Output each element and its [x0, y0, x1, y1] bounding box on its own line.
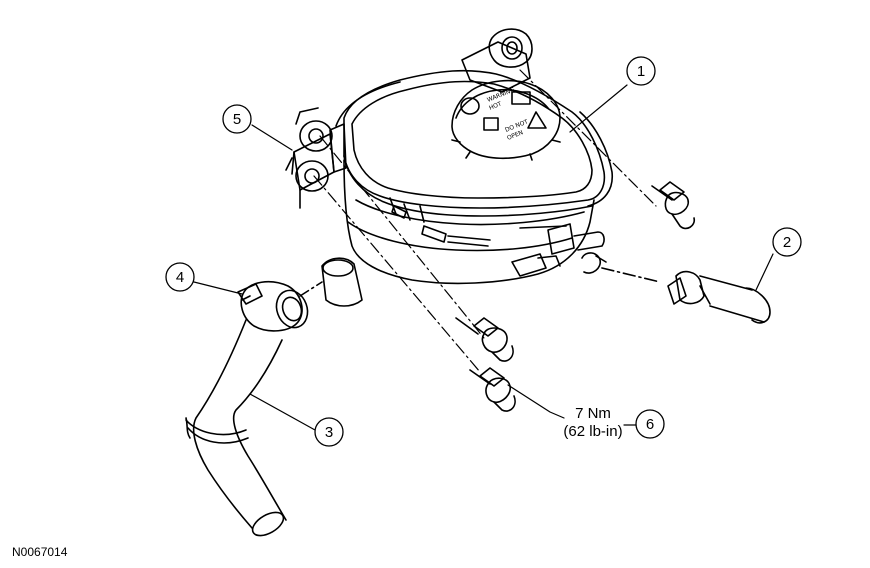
callout-circles — [165, 56, 802, 447]
callout-circle-1 — [626, 56, 656, 86]
callout-number-3: 3 — [325, 424, 333, 441]
hose-clamp — [237, 280, 309, 332]
lower-hose — [185, 319, 287, 537]
callout-circle-6 — [635, 409, 665, 439]
bolt-middle — [455, 317, 514, 362]
callout-circle-3 — [314, 417, 344, 447]
callout-number-1: 1 — [637, 63, 645, 80]
svg-text:HOT: HOT — [488, 100, 503, 111]
callout-number-5: 5 — [233, 111, 241, 128]
leader-lines — [193, 69, 774, 431]
callout-number-6: 6 — [646, 416, 654, 433]
callout-circle-2 — [772, 227, 802, 257]
upper-hose — [581, 252, 771, 324]
callout-circle-4 — [165, 262, 195, 292]
callout-number-4: 4 — [176, 269, 184, 286]
torque-value-imperial: (62 lb-in) — [563, 423, 622, 440]
bolt-lower — [469, 367, 516, 412]
torque-value-metric: 7 Nm — [575, 405, 611, 422]
outlet-nipple — [299, 257, 363, 307]
callout-circle-5 — [222, 104, 252, 134]
reservoir-body — [285, 28, 613, 285]
pressure-cap — [451, 79, 561, 161]
bolt-right — [651, 181, 696, 230]
callout-number-2: 2 — [783, 234, 791, 251]
figure-id: N0067014 — [12, 545, 68, 559]
